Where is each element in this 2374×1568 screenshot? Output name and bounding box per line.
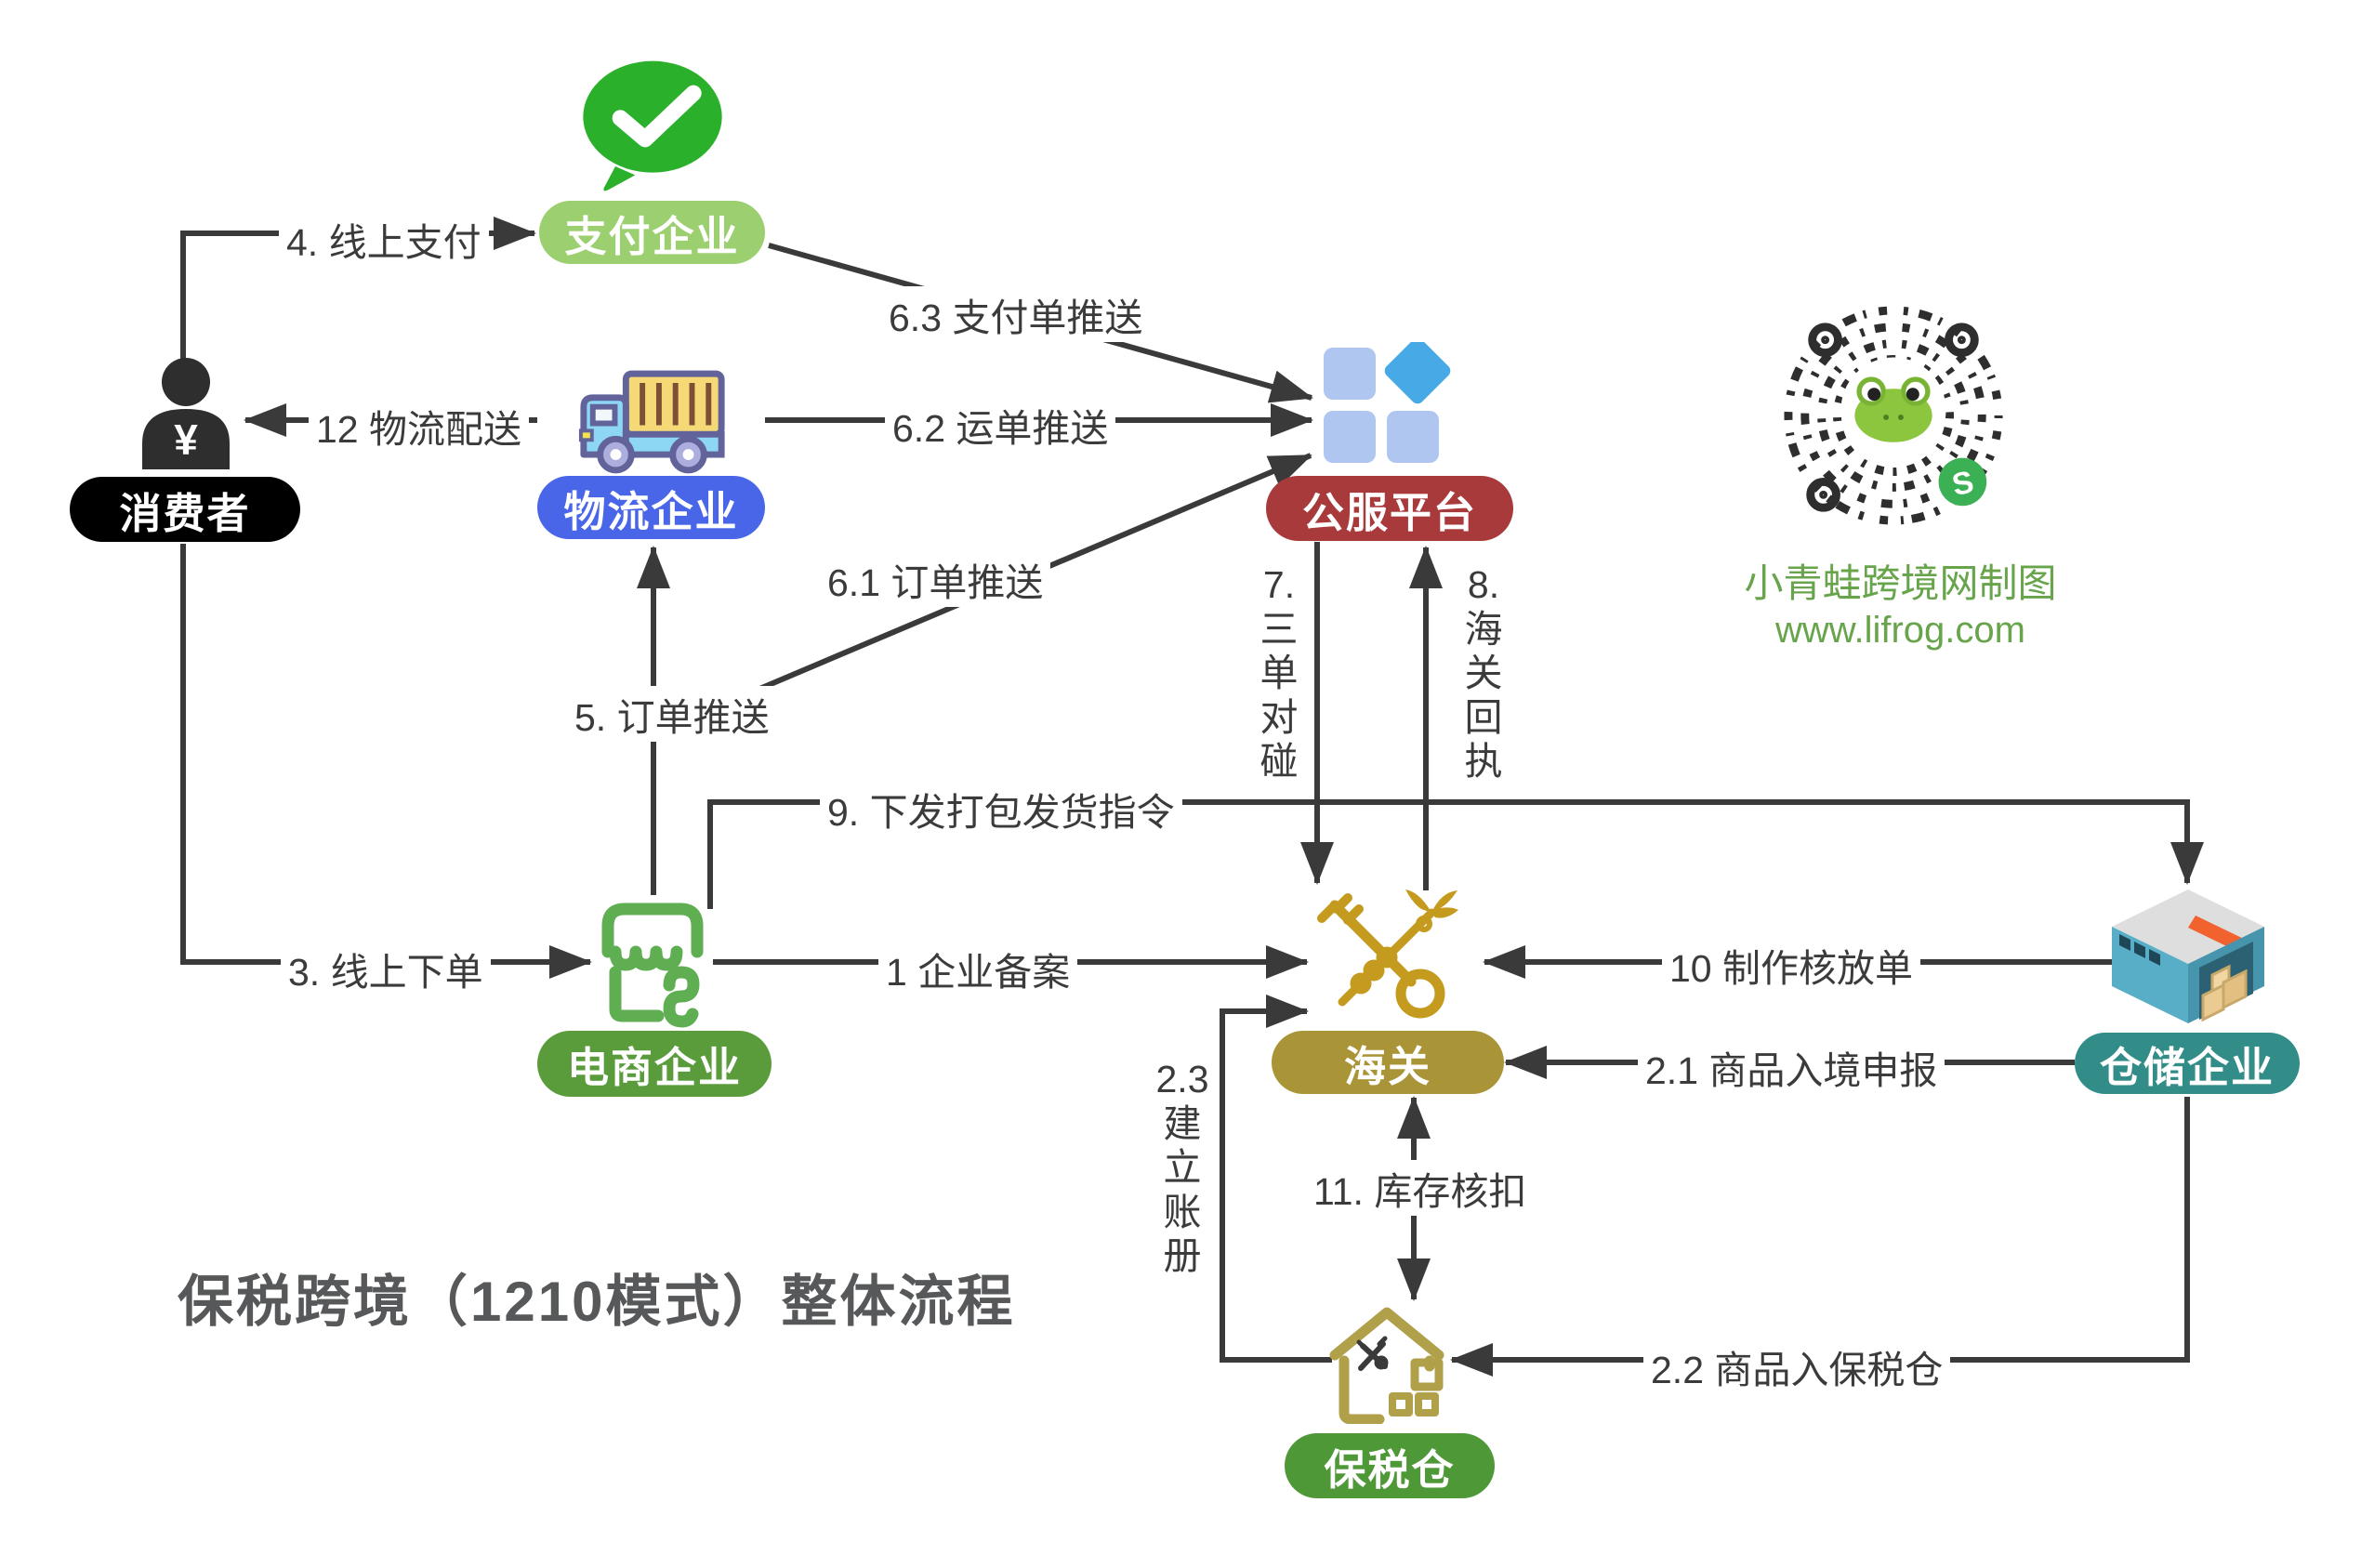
yen-symbol: ¥ xyxy=(174,415,198,464)
node-platform: 公服平台 xyxy=(1266,476,1513,541)
customs-emblem-icon xyxy=(1317,889,1458,1019)
flow-label-online-payment: 4. 线上支付 xyxy=(279,211,489,267)
flow-label-inventory-deduction: 11. 库存核扣 xyxy=(1306,1160,1535,1216)
node-customs: 海关 xyxy=(1272,1031,1504,1094)
watermark-line2: www.lifrog.com xyxy=(1775,610,2025,652)
node-payment: 支付企业 xyxy=(539,201,765,264)
flow-label-customs-receipt: 8. 海 关 回 执 xyxy=(1456,563,1511,784)
app-squares-icon xyxy=(1324,342,1451,463)
flow-label-release-order: 10 制作核放单 xyxy=(1662,937,1920,993)
arrow-packing-instruction xyxy=(707,799,2204,909)
node-consumer: 消费者 xyxy=(70,477,300,542)
person-yen-icon: ¥ xyxy=(142,358,230,469)
node-ecommerce: 电商企业 xyxy=(537,1031,772,1097)
wechat-pay-icon xyxy=(583,60,722,191)
warehouse-icon xyxy=(2112,889,2264,1023)
node-logistics: 物流企业 xyxy=(537,476,765,539)
flow-label-enterprise-filing: 1 企业备案 xyxy=(878,941,1078,996)
arrow-establish-ledger xyxy=(1220,995,1332,1363)
flow-label-three-doc-match: 7. 三 单 对 碰 xyxy=(1251,563,1307,784)
flow-label-online-order: 3. 线上下单 xyxy=(281,941,491,996)
bonded-house-icon xyxy=(1329,1307,1444,1424)
node-bonded-warehouse: 保税仓 xyxy=(1285,1433,1495,1498)
truck-icon xyxy=(578,370,725,474)
storefront-icon xyxy=(601,903,704,1028)
flow-label-logistics-delivery: 12 物流配送 xyxy=(309,398,529,454)
flow-label-packing-instruction: 9. 下发打包发货指令 xyxy=(820,781,1182,837)
page-title: 保税跨境（1210模式）整体流程 xyxy=(178,1271,1016,1333)
flow-label-payment-doc-push: 6.3 支付单推送 xyxy=(881,286,1151,342)
flow-label-order-push-platform: 6.1 订单推送 xyxy=(820,551,1051,607)
watermark-line1: 小青蛙跨境网制图 xyxy=(1744,561,2057,605)
watermark: 小青蛙跨境网制图 www.lifrog.com xyxy=(1740,560,2061,653)
arrow-online-order xyxy=(180,544,592,979)
flow-label-entry-declaration: 2.1 商品入境申报 xyxy=(1638,1039,1945,1095)
flow-label-waybill-push: 6.2 运单推送 xyxy=(885,397,1116,453)
arrow-goods-into-bonded xyxy=(1450,1097,2190,1377)
node-warehouse: 仓储企业 xyxy=(2075,1033,2300,1094)
flow-label-goods-into-bonded: 2.2 商品入保税仓 xyxy=(1643,1338,1951,1394)
flow-label-establish-ledger: 2.3 建 立 账 册 xyxy=(1155,1058,1209,1278)
flow-label-order-push: 5. 订单推送 xyxy=(567,686,777,742)
qr-code-frog: S xyxy=(1784,306,2003,525)
